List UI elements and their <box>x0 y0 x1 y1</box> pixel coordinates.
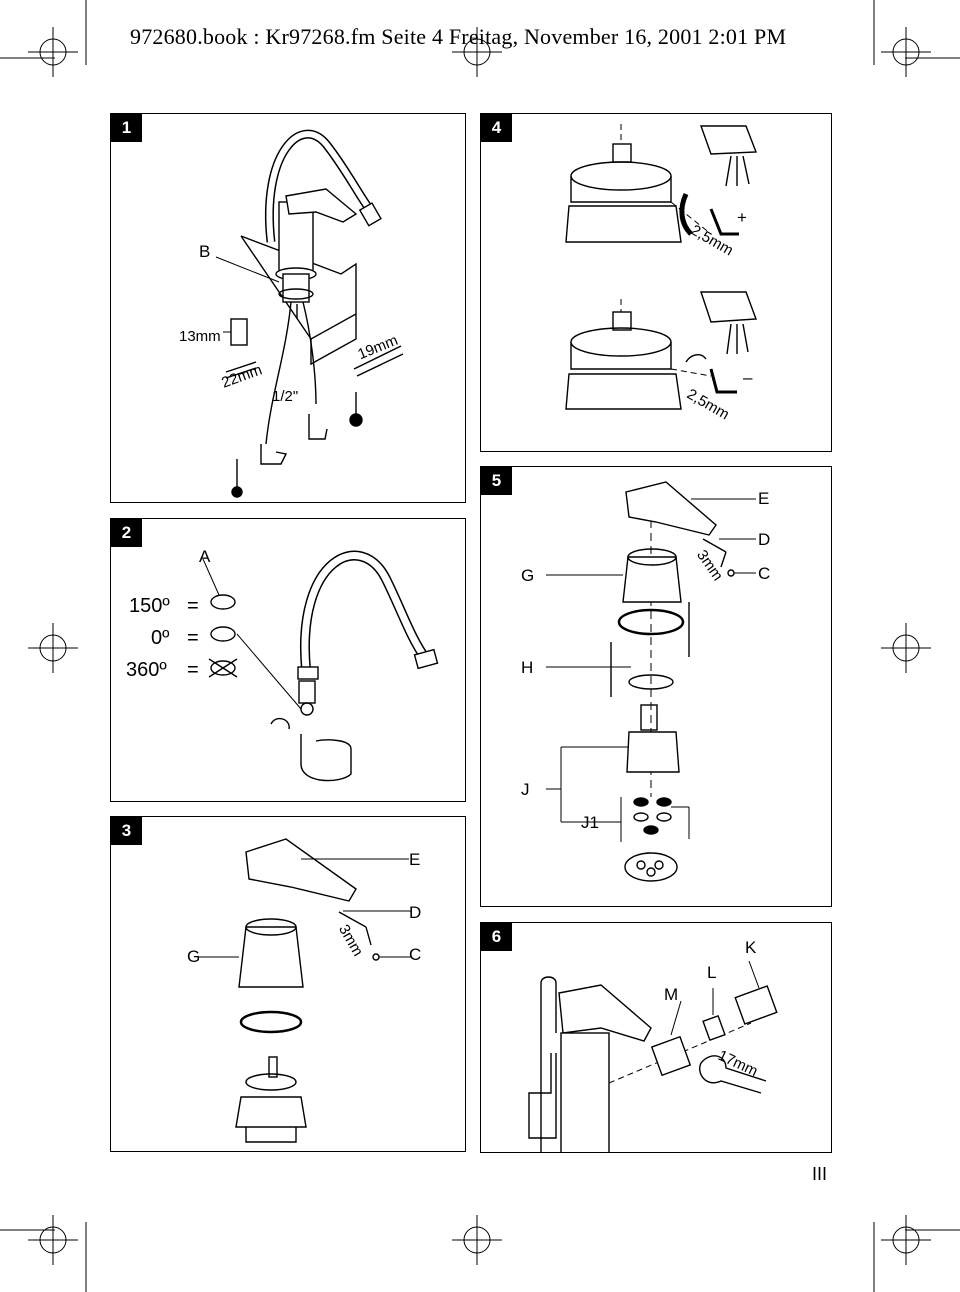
label-b: B <box>199 242 211 261</box>
panel-number: 3 <box>111 817 142 845</box>
panel-1: 1 <box>110 113 466 503</box>
label-l: L <box>707 963 717 982</box>
label-j: J <box>521 780 530 799</box>
label-k: K <box>745 938 757 957</box>
page-number: III <box>812 1164 828 1184</box>
label-minus: – <box>743 368 753 387</box>
panel-number: 1 <box>111 114 142 142</box>
label-e: E <box>758 489 770 508</box>
panel-3: 3 E D C G 3mm <box>110 816 466 1152</box>
label-d: D <box>409 903 422 922</box>
label-c: C <box>758 564 771 583</box>
angle-0: 0º <box>151 627 170 649</box>
panel-4: 4 2,5mm + 2,5mm <box>480 113 832 452</box>
panel-5: 5 <box>480 466 832 907</box>
panel-6: 6 K L M 17mm <box>480 922 832 1153</box>
panel-number: 2 <box>111 519 142 547</box>
panel-number: 4 <box>481 114 512 142</box>
temperature-limiter-drawing <box>565 124 758 410</box>
label-g: G <box>187 947 201 966</box>
panel-number: 6 <box>481 923 512 951</box>
check-valve-drawing <box>528 960 778 1152</box>
label-m: M <box>664 985 679 1004</box>
label-13mm: 13mm <box>179 328 221 345</box>
cartridge-exploded-drawing <box>546 481 756 882</box>
equals-2: = <box>187 627 199 649</box>
aerator-drawing <box>202 550 439 782</box>
label-c: C <box>409 945 422 964</box>
page-header: 972680.book : Kr97268.fm Seite 4 Freitag… <box>130 24 787 49</box>
label-thread: 1/2" <box>272 388 299 405</box>
label-g: G <box>521 566 535 585</box>
angle-150: 150º <box>129 595 170 617</box>
panel-number: 5 <box>481 467 512 495</box>
panel-2: 2 A 150º = 0º = 360º = <box>110 518 466 802</box>
label-h: H <box>521 658 534 677</box>
equals-3: = <box>187 659 199 681</box>
label-d: D <box>758 530 771 549</box>
equals-1: = <box>187 595 199 617</box>
label-plus: + <box>737 208 747 227</box>
angle-360: 360º <box>126 659 167 681</box>
label-a: A <box>199 547 211 566</box>
faucet-installation-drawing <box>215 129 404 498</box>
label-j1: J1 <box>581 813 599 832</box>
label-e: E <box>409 850 421 869</box>
cartridge-removal-drawing <box>199 838 411 1143</box>
